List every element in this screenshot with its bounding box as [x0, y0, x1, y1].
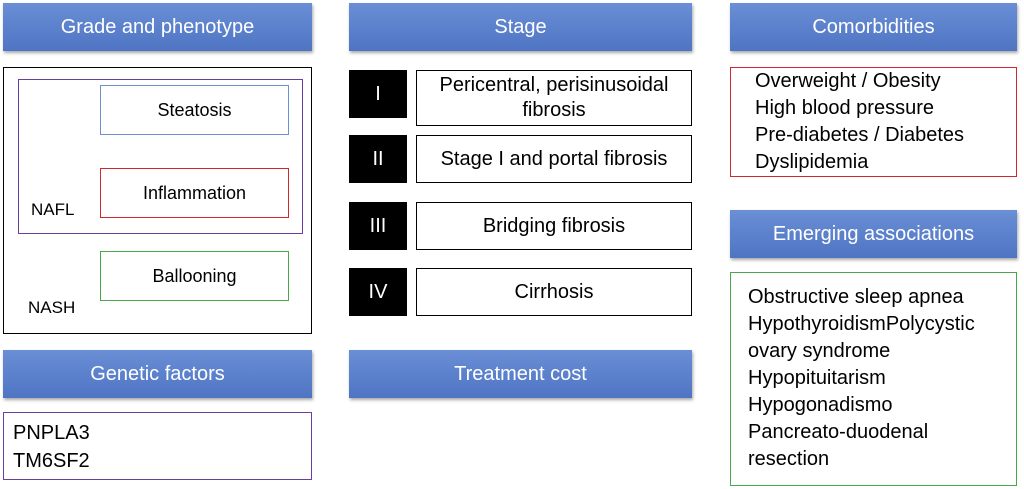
comorbidity-item: High blood pressure: [755, 97, 934, 119]
ballooning-box: Ballooning: [100, 251, 289, 301]
emerging-associations-header: Emerging associations: [730, 210, 1017, 258]
stage-numeral-4: IV: [349, 268, 407, 316]
nash-box: [3, 67, 312, 334]
comorbidities-box: [730, 67, 1017, 177]
stage-description-1: Pericentral, perisinusoidal fibrosis: [416, 70, 692, 126]
stage-numeral-3: III: [349, 202, 407, 250]
nafl-box: [18, 79, 303, 234]
stage-description-4: Cirrhosis: [416, 268, 692, 316]
emerging-item: resection: [748, 448, 830, 470]
steatosis-box: Steatosis: [100, 85, 289, 135]
comorbidity-item: Pre-diabetes / Diabetes: [755, 124, 965, 146]
stage-header: Stage: [349, 3, 692, 51]
genetic-factors-header: Genetic factors: [3, 350, 312, 398]
nash-label: NASH: [28, 298, 76, 317]
comorbidity-item: Dyslipidemia: [755, 151, 869, 173]
comorbidities-header: Comorbidities: [730, 3, 1017, 51]
grade-phenotype-header: Grade and phenotype: [3, 3, 312, 51]
genetic-item: TM6SF2: [13, 450, 90, 472]
emerging-associations-list: Obstructive sleep apnea HypothyroidismPo…: [748, 284, 975, 473]
genetic-item: PNPLA3: [13, 422, 90, 444]
nafl-label: NAFL: [31, 200, 75, 219]
genetic-factors-box: [3, 412, 312, 480]
comorbidities-list: Overweight / Obesity High blood pressure…: [755, 68, 964, 176]
stage-numeral-2: II: [349, 135, 407, 183]
emerging-item: Hypopituitarism: [748, 367, 886, 389]
comorbidity-item: Overweight / Obesity: [755, 70, 941, 92]
inflammation-box: Inflammation: [100, 168, 289, 218]
stage-description-2: Stage I and portal fibrosis: [416, 135, 692, 183]
stage-description-3: Bridging fibrosis: [416, 202, 692, 250]
emerging-item: Obstructive sleep apnea: [748, 286, 964, 308]
emerging-associations-box: [730, 272, 1017, 486]
emerging-item: Hypogonadismo: [748, 394, 893, 416]
stage-numeral-1: I: [349, 70, 407, 118]
emerging-item: ovary syndrome: [748, 340, 891, 362]
treatment-cost-header: Treatment cost: [349, 350, 692, 398]
emerging-item: HypothyroidismPolycystic: [748, 313, 975, 335]
emerging-item: Pancreato-duodenal: [748, 421, 929, 443]
genetic-factors-list: PNPLA3 TM6SF2: [13, 419, 90, 475]
